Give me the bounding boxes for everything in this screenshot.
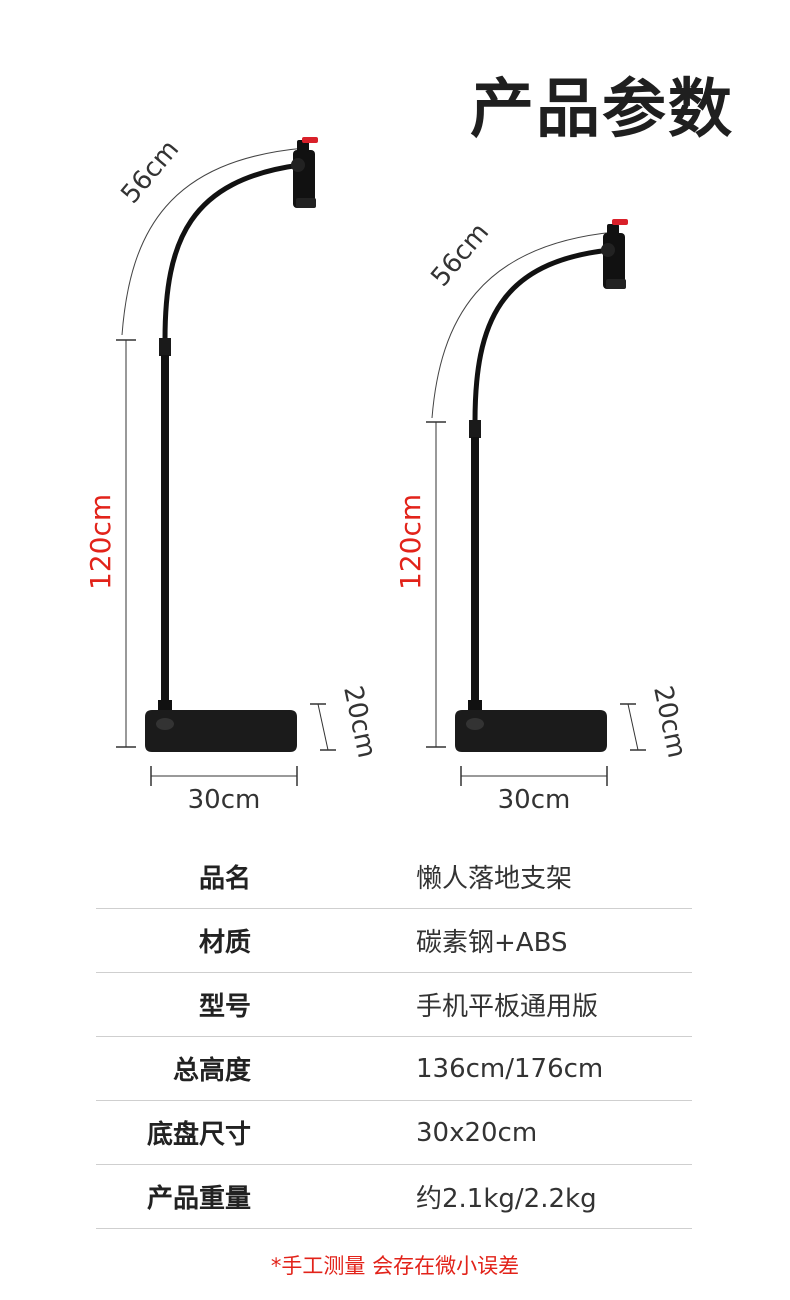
spec-value: 136cm/176cm — [416, 1053, 604, 1084]
measurement-footnote: *手工测量 会存在微小误差 — [270, 1254, 520, 1278]
spec-label: 产品重量 — [146, 1184, 251, 1214]
right-arc-dimension-line — [431, 231, 616, 419]
right-base — [455, 710, 607, 752]
spec-value: 约2.1kg/2.2kg — [416, 1184, 597, 1214]
left-base-depth-label: 20cm — [337, 683, 381, 760]
right-phone-clip — [601, 219, 628, 289]
left-phone-clip — [291, 137, 318, 208]
right-stand: 56cm 120cm 20cm 30cm — [394, 218, 692, 815]
left-base-width-label: 30cm — [188, 785, 261, 815]
product-dimension-diagram: 56cm 120cm 20cm 30cm 56cm 120cm 20cm — [84, 135, 692, 815]
spec-row-material: 材质 碳素钢+ABS — [96, 909, 692, 973]
spec-label: 品名 — [198, 864, 251, 894]
left-stand: 56cm 120cm 20cm 30cm — [84, 135, 382, 815]
right-base-depth-label: 20cm — [647, 683, 691, 760]
right-pole-upper — [469, 420, 481, 438]
spec-row-total-height: 总高度 136cm/176cm — [96, 1037, 692, 1101]
spec-label: 底盘尺寸 — [146, 1120, 251, 1150]
spec-row-model: 型号 手机平板通用版 — [96, 973, 692, 1037]
spec-value: 碳素钢+ABS — [416, 928, 568, 958]
spec-table: 品名 懒人落地支架 材质 碳素钢+ABS 型号 手机平板通用版 总高度 136c… — [96, 845, 692, 1229]
spec-row-name: 品名 懒人落地支架 — [96, 845, 692, 909]
spec-value: 手机平板通用版 — [416, 992, 599, 1022]
spec-value: 30x20cm — [416, 1117, 538, 1148]
left-pole-label: 120cm — [84, 494, 117, 590]
spec-label: 材质 — [198, 928, 251, 958]
spec-label: 总高度 — [172, 1056, 251, 1086]
right-arc-label: 56cm — [425, 218, 495, 293]
spec-value: 懒人落地支架 — [416, 864, 573, 894]
left-arc-dimension-line — [121, 147, 306, 336]
spec-row-weight: 产品重量 约2.1kg/2.2kg — [96, 1165, 692, 1229]
left-pole — [161, 355, 169, 715]
spec-label: 型号 — [198, 992, 251, 1022]
right-pole — [471, 437, 479, 715]
page-title: 产品参数 — [470, 73, 734, 147]
left-pole-upper — [159, 338, 171, 356]
spec-row-base-size: 底盘尺寸 30x20cm — [96, 1101, 692, 1165]
left-arc-label: 56cm — [115, 135, 185, 210]
right-base-width-label: 30cm — [498, 785, 571, 815]
right-pole-label: 120cm — [394, 494, 427, 590]
right-gooseneck — [472, 247, 613, 425]
left-gooseneck — [162, 162, 303, 343]
left-base — [145, 710, 297, 752]
